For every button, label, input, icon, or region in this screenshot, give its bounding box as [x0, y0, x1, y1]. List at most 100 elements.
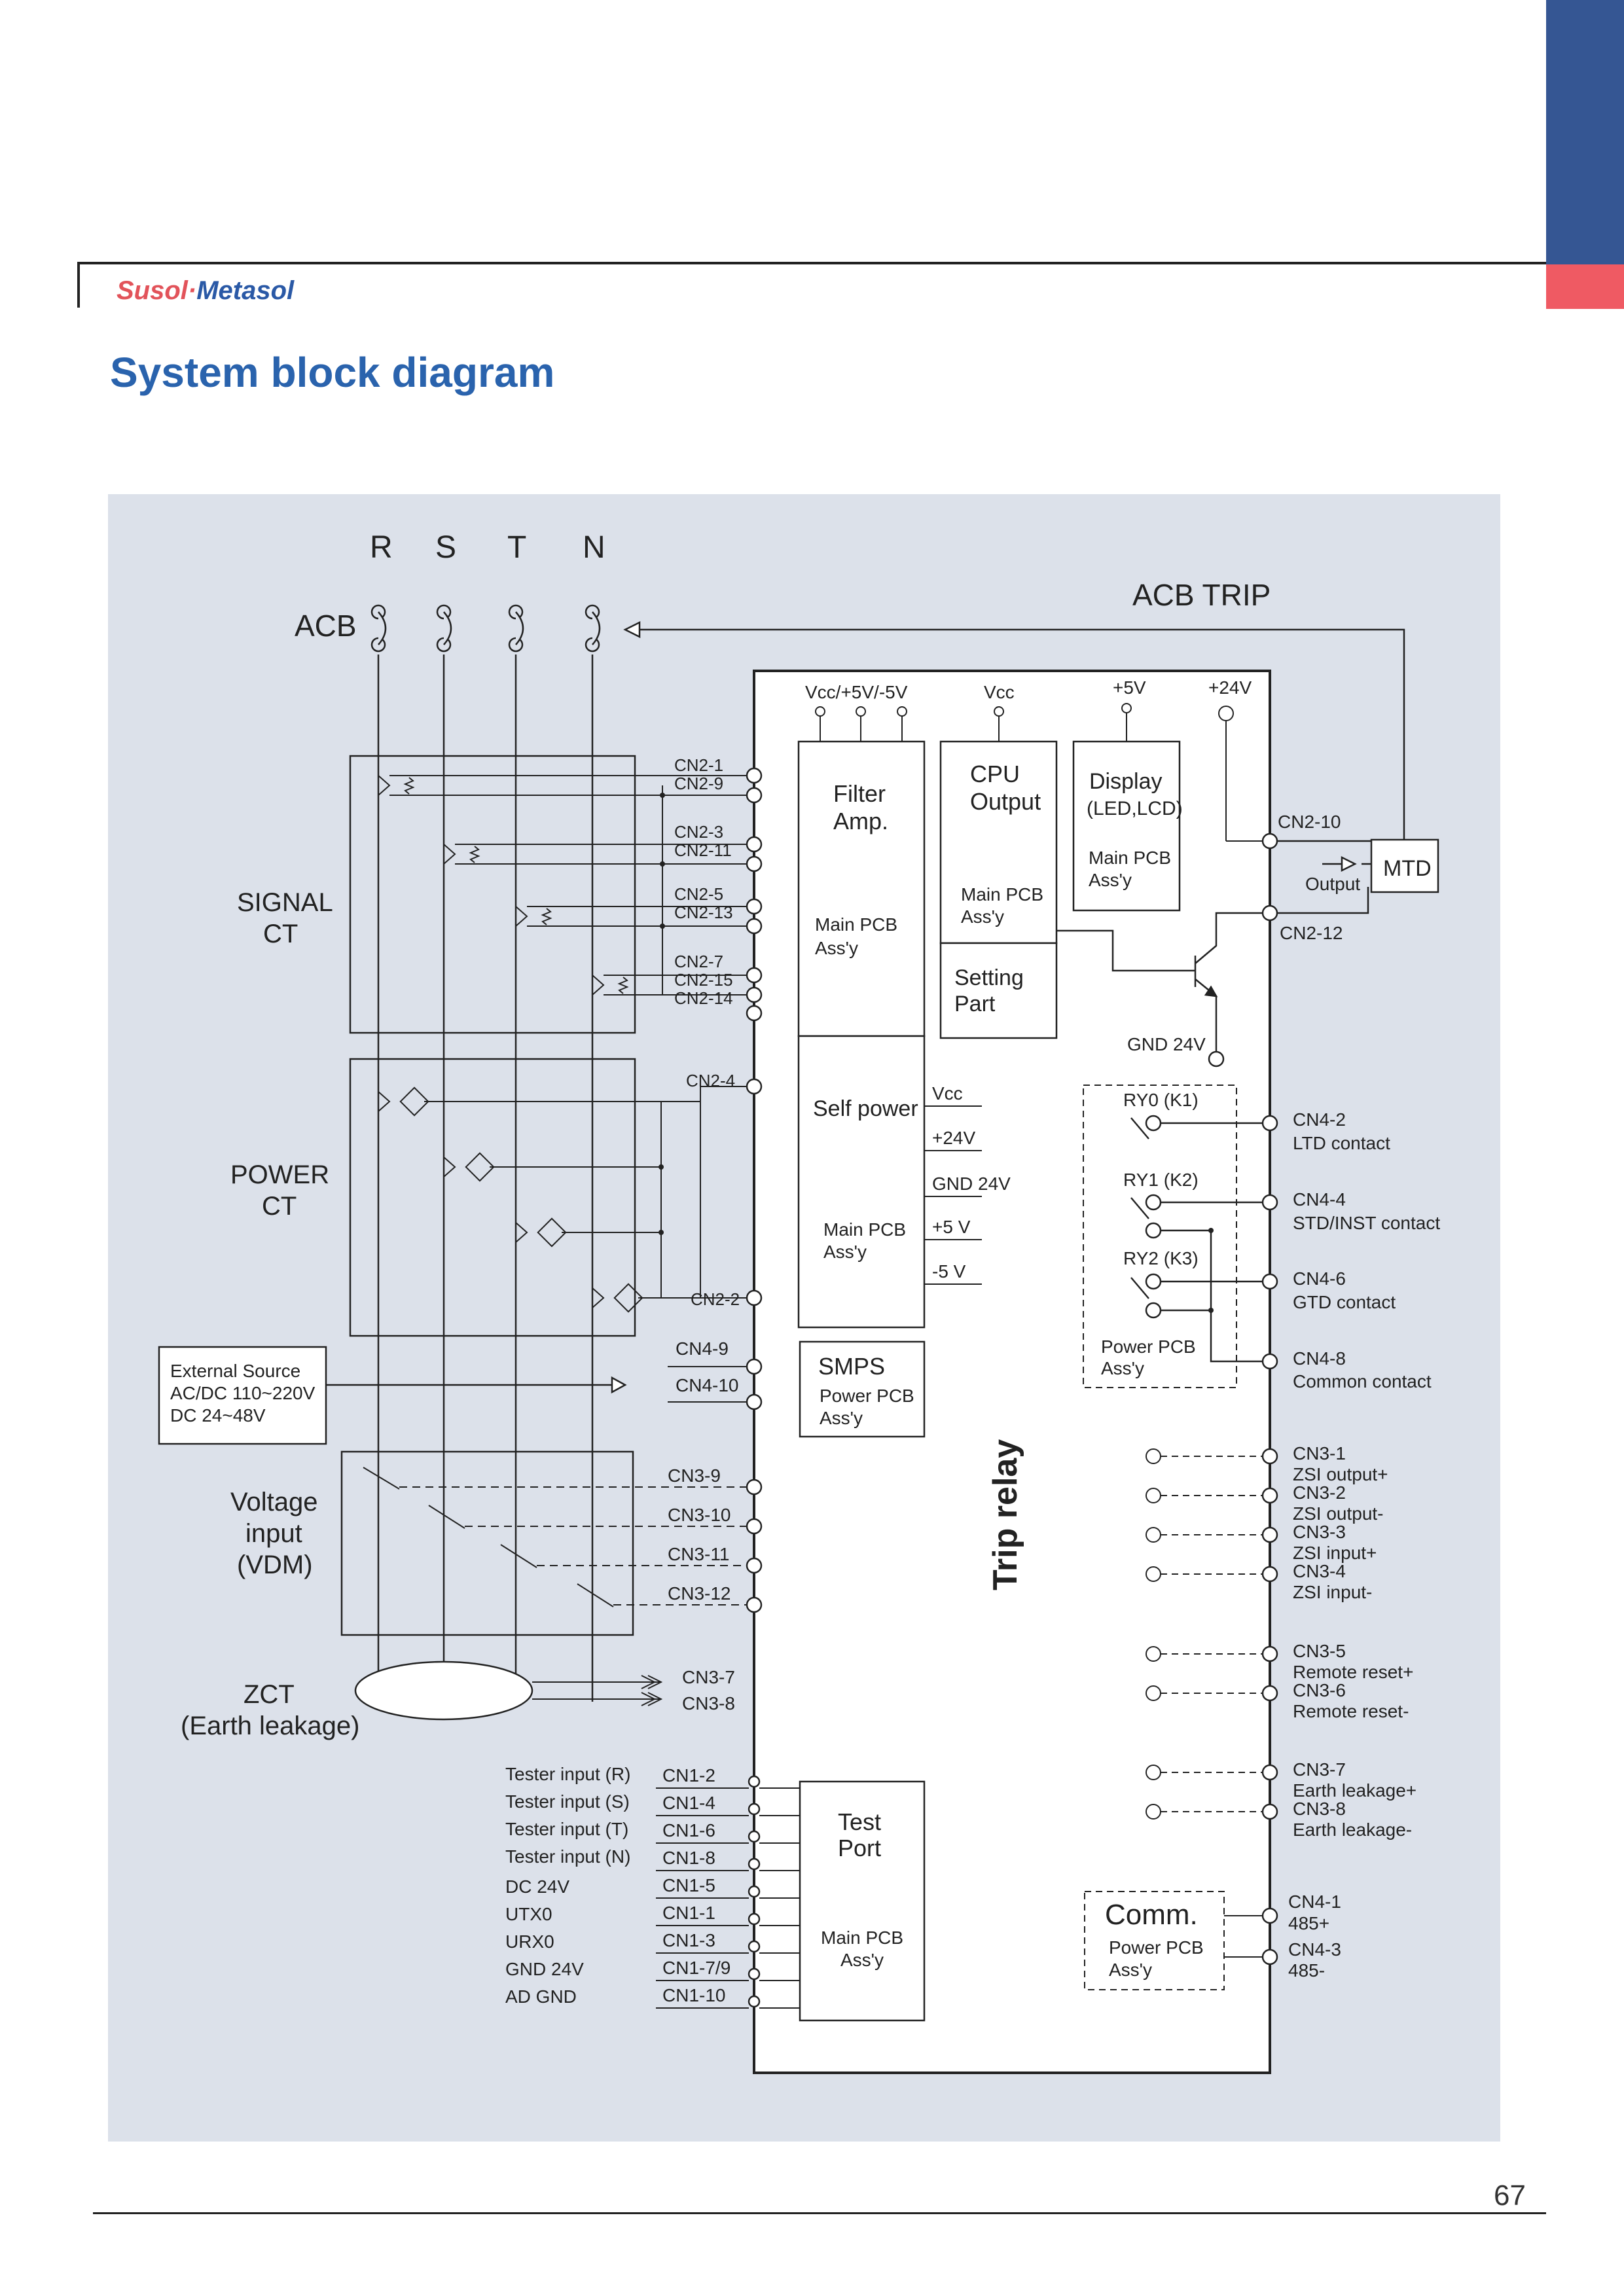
zct-core — [354, 1660, 533, 1721]
cn2-labels: CN2-1 CN2-9 CN2-3 CN2-11 CN2-5 CN2-13 CN… — [674, 755, 740, 1309]
svg-text:CN4-4: CN4-4 — [1293, 1189, 1346, 1210]
signal-ct-box — [349, 755, 636, 1034]
setting-part-title-1: Setting — [954, 965, 1024, 990]
svg-text:CN4-2: CN4-2 — [1293, 1109, 1346, 1130]
supply-pins — [815, 703, 1263, 842]
svg-text:Remote reset+: Remote reset+ — [1293, 1662, 1413, 1682]
cn2-12-label: CN2-12 — [1280, 923, 1343, 943]
svg-text:CN3-10: CN3-10 — [668, 1505, 731, 1525]
svg-text:CN1-4: CN1-4 — [662, 1793, 715, 1813]
svg-text:UTX0: UTX0 — [505, 1904, 552, 1924]
filter-amp-title-2: Amp. — [833, 808, 888, 834]
power-ct-wiring — [378, 1086, 754, 1313]
svg-text:CN4-1: CN4-1 — [1288, 1892, 1341, 1912]
smps-pcb-1: Power PCB — [820, 1386, 914, 1406]
cpu-output-pcb-1: Main PCB — [961, 884, 1043, 905]
cn2-9-label: CN2-9 — [674, 774, 723, 793]
comm-wiring — [1224, 1915, 1263, 1958]
display-pcb-1: Main PCB — [1089, 848, 1171, 868]
vdm-wiring — [363, 1467, 747, 1607]
svg-text:CN1-10: CN1-10 — [662, 1985, 725, 2005]
svg-text:CN3-11: CN3-11 — [668, 1544, 729, 1564]
svg-text:ZSI output+: ZSI output+ — [1293, 1464, 1388, 1484]
page-title: System block diagram — [110, 349, 555, 396]
power-ct-box — [349, 1058, 636, 1337]
svg-text:CN3-8: CN3-8 — [1293, 1799, 1346, 1819]
svg-text:AD GND: AD GND — [505, 1986, 577, 2007]
page-number: 67 — [1494, 2179, 1526, 2212]
display-title-1: Display — [1089, 769, 1162, 794]
cpu-output-title-2: Output — [970, 788, 1041, 815]
svg-text:CN3-5: CN3-5 — [1293, 1641, 1346, 1661]
zct-label-1: ZCT — [244, 1680, 295, 1709]
comm-pcb-2: Ass'y — [1109, 1960, 1152, 1980]
svg-text:DC 24V: DC 24V — [505, 1876, 569, 1897]
svg-text:CN1-8: CN1-8 — [662, 1848, 715, 1868]
svg-text:+24V: +24V — [932, 1128, 975, 1148]
acb-trip-line — [623, 620, 1405, 841]
svg-text:RY2 (K3): RY2 (K3) — [1123, 1248, 1199, 1268]
svg-text:CN1-6: CN1-6 — [662, 1820, 715, 1840]
header-rule-tick — [77, 262, 80, 308]
brand-logo: Susol·Metasol — [117, 276, 294, 306]
svg-text:485+: 485+ — [1288, 1913, 1329, 1933]
svg-text:URX0: URX0 — [505, 1931, 554, 1952]
svg-text:Ass'y: Ass'y — [1101, 1358, 1144, 1378]
svg-text:Vcc/+5V/-5V: Vcc/+5V/-5V — [805, 682, 908, 702]
filter-amp-block — [797, 740, 926, 1037]
self-power-pcb-2: Ass'y — [823, 1242, 867, 1262]
svg-text:Common contact: Common contact — [1293, 1371, 1432, 1391]
power-ct-label-1: POWER — [230, 1160, 329, 1189]
svg-text:LTD contact: LTD contact — [1293, 1133, 1390, 1153]
tester-input-labels: Tester input (R)CN1-2 Tester input (S)CN… — [505, 1764, 731, 2007]
zct-cn3-7-label: CN3-7 — [682, 1667, 735, 1687]
vdm-label-3: (VDM) — [237, 1551, 313, 1579]
svg-text:CN1-7/9: CN1-7/9 — [662, 1958, 731, 1978]
svg-text:CN3-1: CN3-1 — [1293, 1443, 1346, 1463]
svg-text:CN4-6: CN4-6 — [1293, 1268, 1346, 1289]
setting-part-title-2: Part — [954, 992, 996, 1016]
svg-text:CN3-9: CN3-9 — [668, 1465, 721, 1486]
cn2-11-label: CN2-11 — [674, 840, 732, 860]
signal-ct-label-1: SIGNAL — [237, 888, 333, 917]
corner-tab-blue — [1546, 0, 1624, 264]
filter-amp-pcb-1: Main PCB — [815, 914, 897, 935]
output-transistor — [1056, 912, 1263, 1067]
tester-input-lines — [656, 1787, 800, 2009]
svg-text:Tester input (R): Tester input (R) — [505, 1764, 630, 1784]
svg-text:ZSI input-: ZSI input- — [1293, 1582, 1372, 1602]
acb-label: ACB — [295, 609, 357, 643]
svg-text:Tester input (T): Tester input (T) — [505, 1819, 628, 1839]
cn2-2-label: CN2-2 — [691, 1289, 740, 1309]
smps-block — [799, 1340, 926, 1438]
external-source-dc: DC 24~48V — [170, 1405, 266, 1426]
svg-text:CN3-7: CN3-7 — [1293, 1759, 1346, 1780]
svg-text:-5 V: -5 V — [932, 1261, 966, 1282]
external-source-title: External Source — [170, 1361, 300, 1381]
svg-text:RY0 (K1): RY0 (K1) — [1123, 1090, 1199, 1110]
svg-text:CN3-3: CN3-3 — [1293, 1522, 1346, 1542]
phase-conductors — [377, 655, 594, 1702]
test-port-title-2: Port — [838, 1835, 881, 1861]
display-pcb-2: Ass'y — [1089, 870, 1132, 890]
svg-text:+24V: +24V — [1208, 677, 1252, 698]
phase-label-r: R — [370, 530, 393, 565]
cn4-10-label: CN4-10 — [676, 1375, 738, 1395]
self-power-block — [797, 1035, 926, 1329]
svg-text:GND 24V: GND 24V — [932, 1174, 1011, 1194]
zct-wiring — [532, 1675, 663, 1706]
acb-contacts — [370, 604, 601, 653]
acb-trip-label: ACB TRIP — [1132, 578, 1271, 612]
svg-text:ZSI output-: ZSI output- — [1293, 1503, 1384, 1524]
cpu-output-block — [939, 740, 1058, 944]
external-source-box — [158, 1346, 327, 1445]
svg-text:Earth leakage-: Earth leakage- — [1293, 1820, 1412, 1840]
cn3-internal-dashed — [1146, 1448, 1263, 1820]
trip-relay-label: Trip relay — [986, 1439, 1024, 1590]
relay-labels: RY0 (K1) RY1 (K2) RY2 (K3) Power PCB Ass… — [1101, 1090, 1199, 1378]
svg-text:RY1 (K2): RY1 (K2) — [1123, 1170, 1199, 1190]
cn4-9-label: CN4-9 — [676, 1338, 729, 1359]
svg-text:CN1-2: CN1-2 — [662, 1765, 715, 1785]
svg-text:CN4-3: CN4-3 — [1288, 1939, 1341, 1960]
